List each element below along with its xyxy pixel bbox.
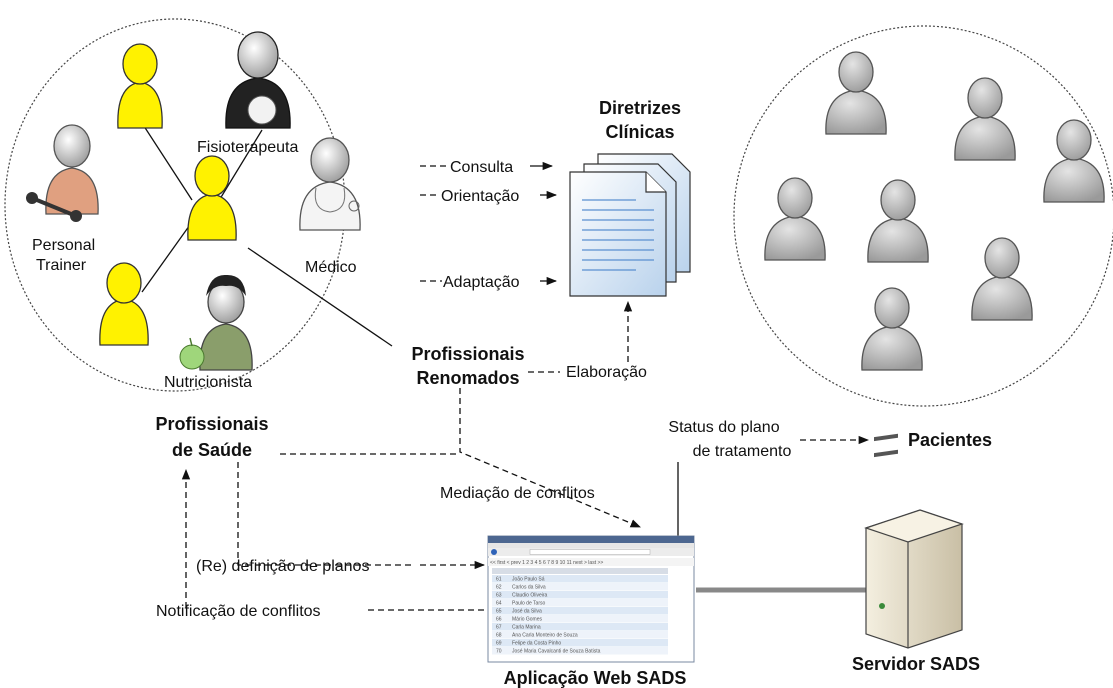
web-app-window: << first < prev 1 2 3 4 5 6 7 8 9 10 11 …: [487, 535, 695, 663]
table-row[interactable]: [492, 583, 668, 591]
label-adaptacao: Adaptação: [443, 274, 520, 291]
label-redefinicao: (Re) definição de planos: [196, 558, 369, 575]
table-cell-id: 69: [496, 641, 502, 647]
title-pacientes: Pacientes: [908, 430, 992, 450]
patient-icon: [1043, 119, 1105, 203]
doctor-icon: [299, 137, 361, 231]
table-cell-name: José da Silva: [512, 609, 542, 615]
table-cell-id: 64: [496, 601, 502, 607]
table-cell-name: Felipe da Costa Pinho: [512, 641, 561, 647]
label-nutricionista: Nutricionista: [164, 374, 252, 391]
title-servidor: Servidor SADS: [852, 654, 980, 674]
table-row[interactable]: [492, 607, 668, 615]
label-status-2: de tratamento: [693, 443, 792, 460]
title-profissionais-saude-2: de Saúde: [172, 440, 252, 460]
patients-group-circle: [733, 25, 1113, 407]
table-cell-id: 62: [496, 585, 502, 591]
table-cell-id: 67: [496, 625, 502, 631]
table-cell-name: Carla Marina: [512, 625, 541, 631]
label-fisioterapeuta: Fisioterapeuta: [197, 139, 298, 156]
label-elaboracao: Elaboração: [566, 364, 647, 381]
patient-icon: [861, 287, 923, 371]
link-line: [141, 221, 193, 293]
title-profissionais-saude-1: Profissionais: [155, 414, 268, 434]
title-clinicas: Clínicas: [605, 122, 674, 142]
title-diretrizes: Diretrizes: [599, 98, 681, 118]
physiotherapist-icon: [225, 31, 291, 129]
patients-cluster: [764, 51, 1105, 371]
link-line: [139, 119, 193, 201]
personal-trainer-icon: [26, 124, 99, 222]
label-status-1: Status do plano: [668, 419, 779, 436]
table-cell-name: Claudio Oliveira: [512, 593, 548, 599]
nutritionist-icon: [179, 274, 253, 371]
patient-icon: [764, 177, 826, 261]
table-cell-id: 70: [496, 649, 502, 655]
table-row[interactable]: [492, 599, 668, 607]
table-cell-name: José Maria Cavalcanti de Souza Batista: [512, 649, 601, 655]
mediation-arrow: [459, 388, 641, 528]
label-mediacao: Mediação de conflitos: [440, 485, 595, 502]
pager-text[interactable]: << first < prev 1 2 3 4 5 6 7 8 9 10 11 …: [490, 560, 603, 566]
professional-icon: [99, 262, 149, 346]
patient-icon: [971, 237, 1033, 321]
label-medico: Médico: [305, 259, 357, 276]
label-trainer: Trainer: [36, 257, 87, 274]
label-personal: Personal: [32, 237, 95, 254]
table-cell-name: Mário Gomes: [512, 617, 543, 623]
table-row[interactable]: [492, 647, 668, 655]
table-cell-name: Ana Carla Monteiro de Souza: [512, 633, 578, 639]
table-cell-name: Carlos da Silva: [512, 585, 546, 591]
patient-icon: [825, 51, 887, 135]
table-cell-id: 68: [496, 633, 502, 639]
label-orientacao: Orientação: [441, 188, 519, 205]
table-cell-id: 63: [496, 593, 502, 599]
redefinicao-line: [237, 462, 412, 566]
table-cell-name: João Paulo Sá: [512, 577, 545, 583]
table-cell-id: 66: [496, 617, 502, 623]
title-app-web: Aplicação Web SADS: [504, 668, 687, 688]
patient-icon: [954, 77, 1016, 161]
professional-icon: [187, 155, 237, 241]
clinical-guidelines-document-icon: [569, 153, 691, 297]
table-row[interactable]: [492, 575, 668, 583]
title-profissionais-renomados-2: Renomados: [416, 368, 519, 388]
patient-icon: [867, 179, 929, 263]
label-consulta: Consulta: [450, 159, 513, 176]
table-cell-name: Paulo de Tarso: [512, 601, 545, 607]
label-notificacao: Notificação de conflitos: [156, 603, 321, 620]
table-row[interactable]: [492, 623, 668, 631]
title-profissionais-renomados-1: Profissionais: [411, 344, 524, 364]
table-row[interactable]: [492, 631, 668, 639]
table-row[interactable]: [492, 615, 668, 623]
server-icon: [864, 433, 964, 649]
table-row[interactable]: [492, 639, 668, 647]
table-cell-id: 61: [496, 577, 502, 583]
link-line: [247, 247, 393, 347]
table-row[interactable]: [492, 591, 668, 599]
table-cell-id: 65: [496, 609, 502, 615]
professional-icon: [117, 43, 163, 129]
